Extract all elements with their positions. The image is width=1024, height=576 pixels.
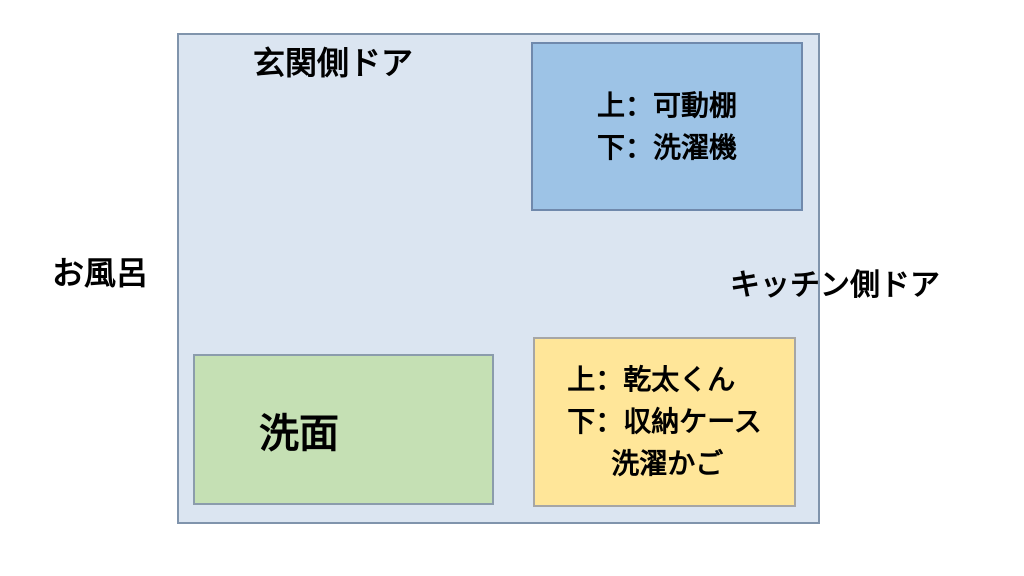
dryer-storage-text: 上：乾太くん 下：収納ケース 洗濯かご [567,359,762,485]
dryer-storage-zone: 上：乾太くん 下：収納ケース 洗濯かご [533,337,796,507]
washbasin-zone: 洗面 [193,354,494,505]
zone-line: 下：洗濯機 [596,131,737,163]
zone-line: 上：可動棚 [596,89,737,121]
washbasin-label: 洗面 [259,411,339,456]
zone-line: 洗濯かご [611,448,724,479]
entrance-door-label: 玄関側ドア [253,45,414,81]
zone-line: 下：収納ケース [567,406,762,437]
washer-shelf-text: 上：可動棚 下：洗濯機 [597,85,737,169]
zone-line: 上：乾太くん [567,364,736,395]
washer-shelf-zone: 上：可動棚 下：洗濯機 [531,42,803,211]
bath-label: お風呂 [52,255,149,291]
kitchen-door-label: キッチン側ドア [730,269,940,302]
